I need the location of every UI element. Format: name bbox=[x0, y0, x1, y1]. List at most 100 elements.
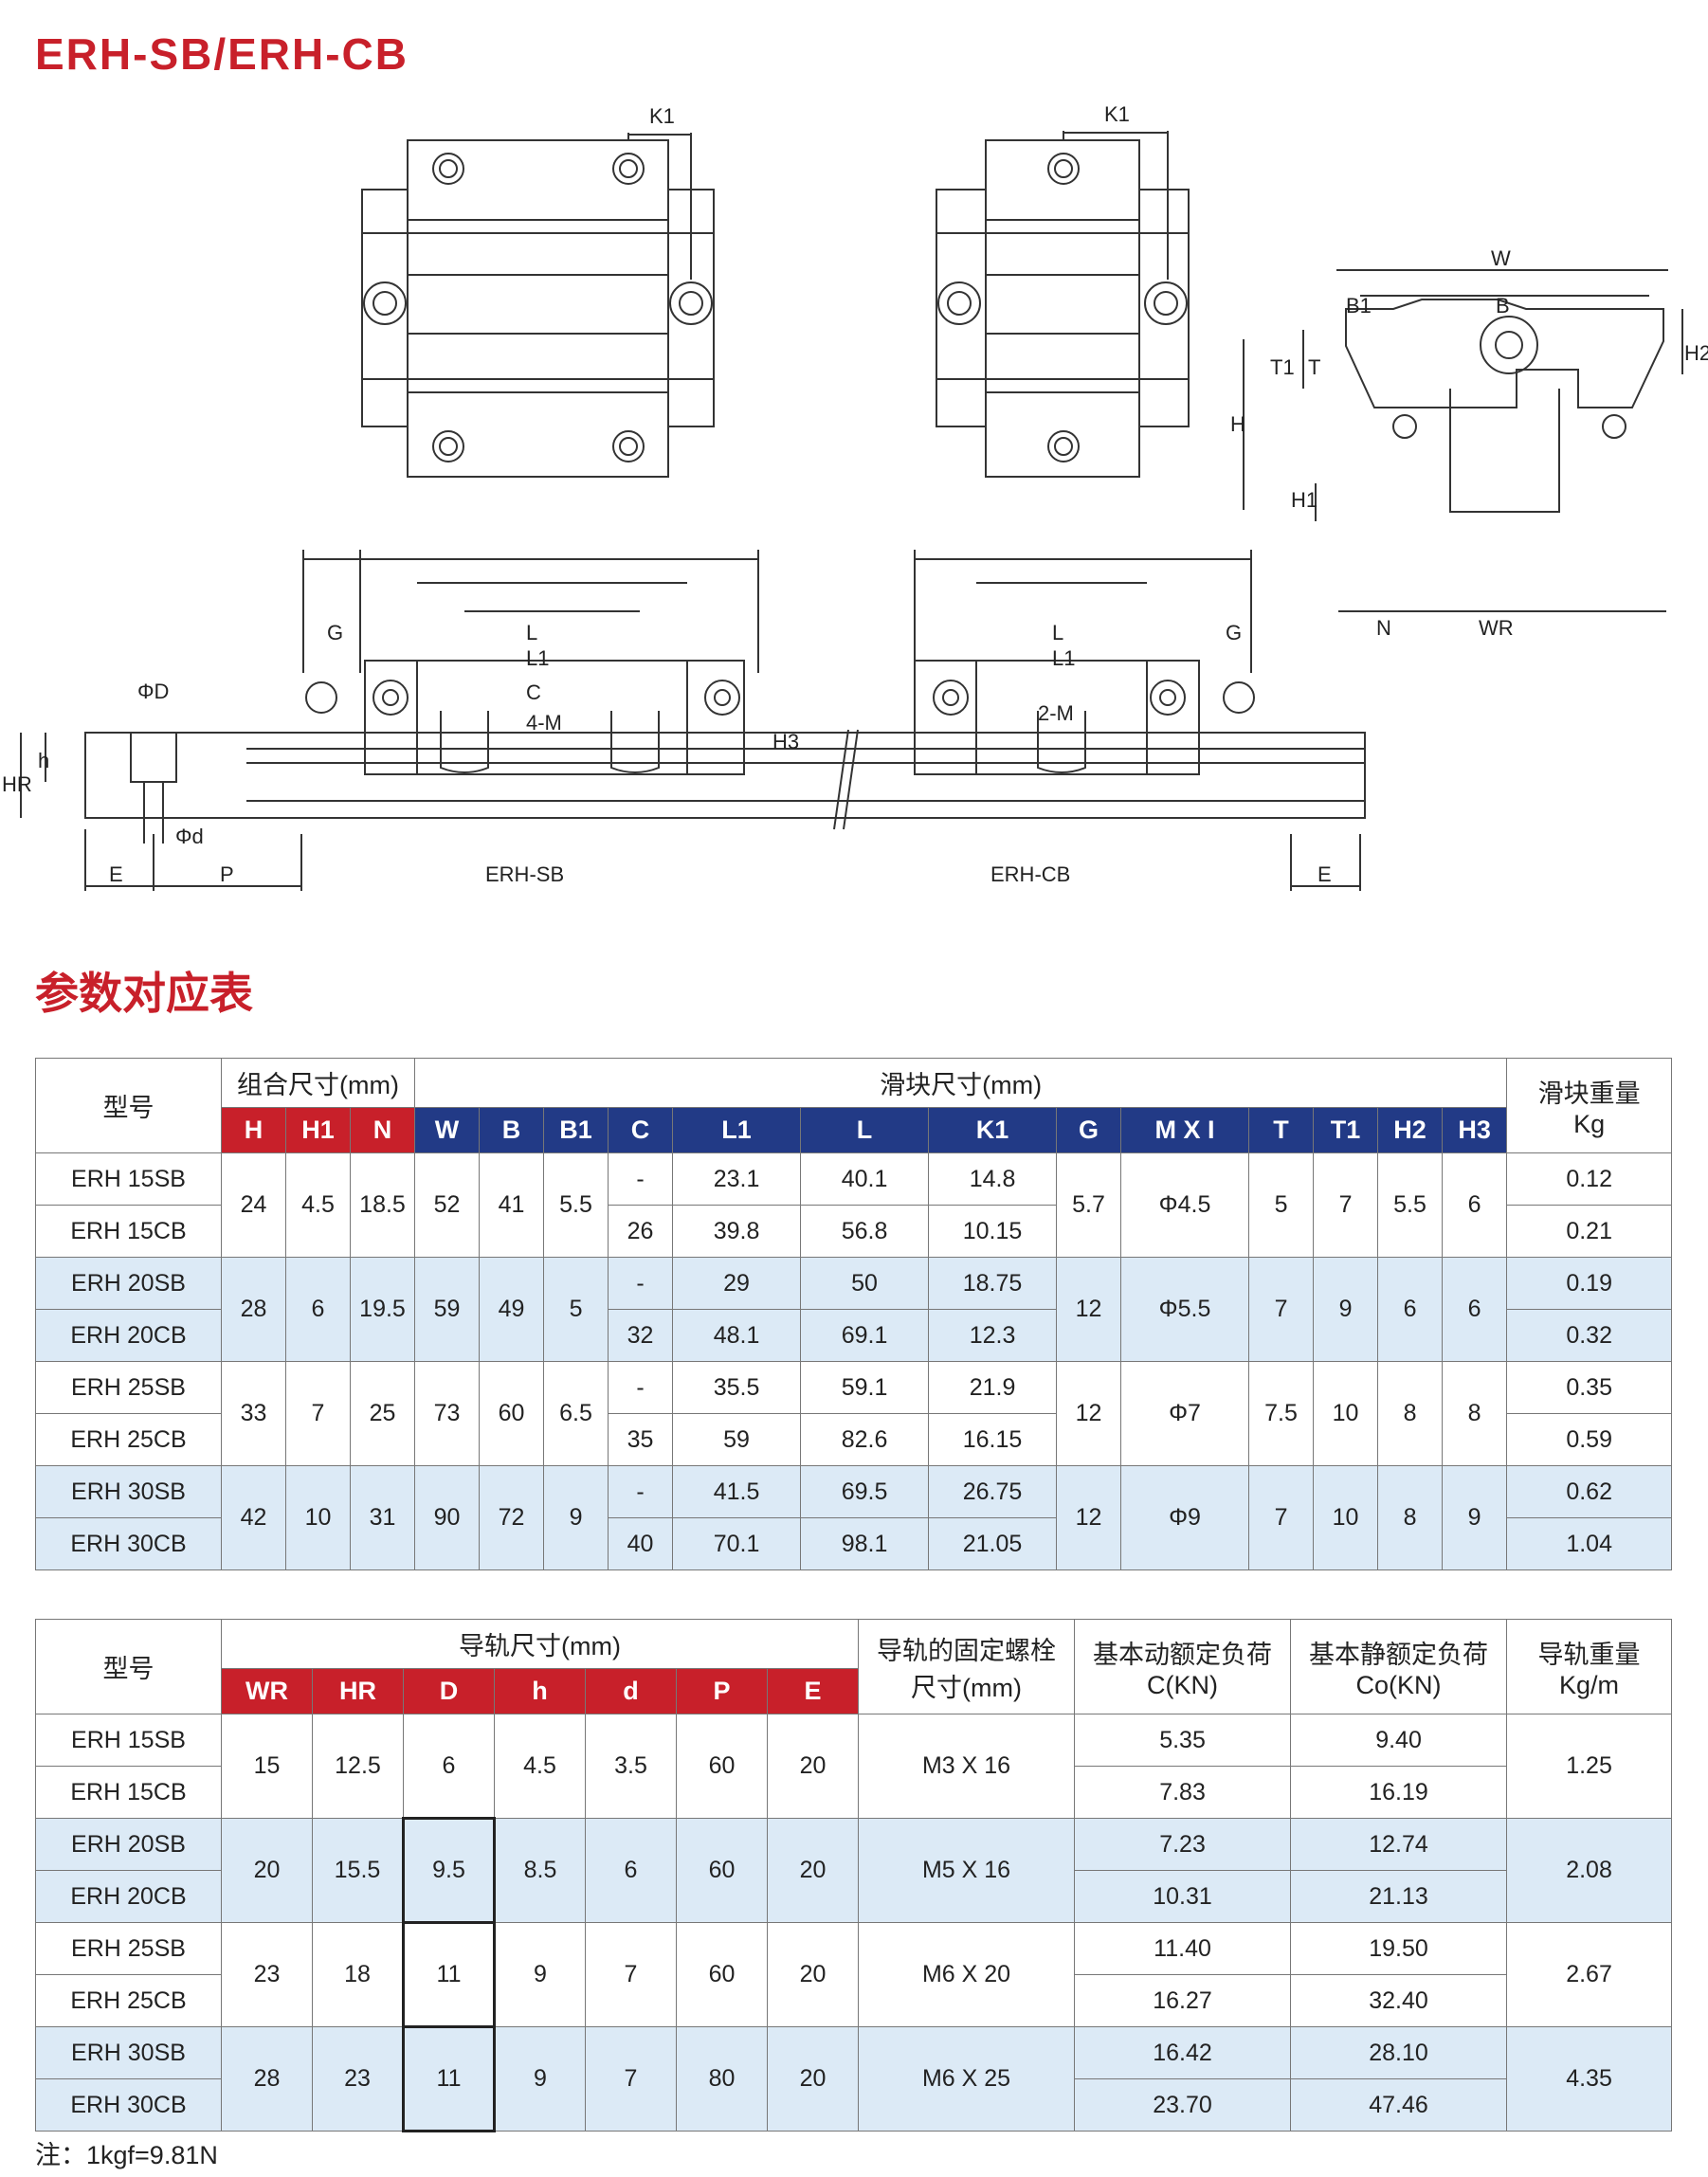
label-g-cb: G bbox=[1226, 621, 1242, 644]
t1-cell: 7 bbox=[1313, 1152, 1379, 1258]
t2-stat-cell: 47.46 bbox=[1290, 2078, 1508, 2132]
t1-combo-header: 组合尺寸(mm) bbox=[220, 1058, 416, 1108]
t1-cell: 8 bbox=[1442, 1361, 1508, 1466]
t2-weight-header: 导轨重量 Kg/m bbox=[1506, 1619, 1673, 1714]
label-p: P bbox=[220, 862, 234, 886]
label-b: B bbox=[1496, 294, 1510, 317]
t1-cell: 82.6 bbox=[800, 1413, 930, 1466]
t1-cell: 52 bbox=[414, 1152, 481, 1258]
t2-cell: 20 bbox=[766, 2026, 860, 2132]
t2-cell: M6 X 25 bbox=[858, 2026, 1076, 2132]
t1-col-header: W bbox=[414, 1107, 481, 1153]
t1-cell: 5 bbox=[543, 1257, 609, 1362]
technical-drawing: K1 K1 W B1 B H H2 T1 T H1 N WR G L L1 C … bbox=[2, 102, 1708, 891]
t1-cell: 10 bbox=[1313, 1465, 1379, 1570]
t1-cell: 41.5 bbox=[672, 1465, 802, 1518]
t1-cell: 73 bbox=[414, 1361, 481, 1466]
t2-dyn-cell: 10.31 bbox=[1074, 1870, 1292, 1923]
label-t1: T1 bbox=[1270, 355, 1295, 379]
t1-cell: 29 bbox=[672, 1257, 802, 1310]
t1-cell: 28 bbox=[221, 1257, 286, 1362]
t2-cell: 7 bbox=[585, 2026, 677, 2132]
t2-cell: 3.5 bbox=[585, 1714, 677, 1819]
model-cell: ERH 15CB bbox=[35, 1766, 222, 1819]
t1-cell: 5 bbox=[1248, 1152, 1315, 1258]
t1-cell: - bbox=[608, 1361, 674, 1414]
t1-cell: 35 bbox=[608, 1413, 674, 1466]
t1-cell: 8 bbox=[1377, 1361, 1444, 1466]
t2-cell: 23 bbox=[221, 1922, 313, 2027]
t2-cell: 18 bbox=[312, 1922, 404, 2027]
label-g-sb: G bbox=[327, 621, 343, 644]
label-phi-d-lower: Φd bbox=[175, 825, 204, 848]
t1-cell: 35.5 bbox=[672, 1361, 802, 1414]
label-h3: H3 bbox=[772, 730, 799, 753]
model-cell: ERH 30CB bbox=[35, 1517, 222, 1570]
t1-cell: 7 bbox=[1248, 1465, 1315, 1570]
t2-col-header: HR bbox=[312, 1668, 404, 1714]
t2-cell: 20 bbox=[221, 1818, 313, 1923]
label-hr: HR bbox=[2, 772, 32, 796]
t1-weight-header: 滑块重量 Kg bbox=[1506, 1058, 1673, 1153]
label-t: T bbox=[1308, 355, 1320, 379]
t1-cell: 98.1 bbox=[800, 1517, 930, 1570]
t1-cell: 60 bbox=[479, 1361, 545, 1466]
label-h1: H1 bbox=[1291, 488, 1317, 512]
model-cell: ERH 15CB bbox=[35, 1205, 222, 1258]
cb-top-view bbox=[936, 131, 1190, 478]
t1-col-header: H1 bbox=[285, 1107, 351, 1153]
t1-weight-cell: 0.12 bbox=[1506, 1152, 1673, 1206]
label-h2: H2 bbox=[1684, 341, 1708, 365]
t1-cell: 9 bbox=[1313, 1257, 1379, 1362]
t1-cell: 32 bbox=[608, 1309, 674, 1362]
t2-col-header: D bbox=[403, 1668, 495, 1714]
t2-cell: 6 bbox=[403, 1714, 495, 1819]
t2-stat-cell: 19.50 bbox=[1290, 1922, 1508, 1975]
t2-stat-header: 基本静额定负荷 Co(KN) bbox=[1290, 1619, 1508, 1714]
label-h-small: h bbox=[38, 749, 49, 772]
t2-cell: 9 bbox=[494, 2026, 586, 2132]
label-c: C bbox=[526, 680, 541, 704]
t2-col-header: P bbox=[676, 1668, 768, 1714]
t1-weight-cell: 0.32 bbox=[1506, 1309, 1673, 1362]
t2-dyn-cell: 7.83 bbox=[1074, 1766, 1292, 1819]
t1-cell: 69.1 bbox=[800, 1309, 930, 1362]
model-cell: ERH 20SB bbox=[35, 1257, 222, 1310]
t1-cell: 40 bbox=[608, 1517, 674, 1570]
t1-cell: 10 bbox=[1313, 1361, 1379, 1466]
t1-cell: 50 bbox=[800, 1257, 930, 1310]
label-phi-d-upper: ΦD bbox=[137, 680, 169, 703]
t1-col-header: N bbox=[349, 1107, 416, 1153]
t1-cell: 6 bbox=[285, 1257, 351, 1362]
t1-cell: 39.8 bbox=[672, 1205, 802, 1258]
t1-cell: 12 bbox=[1056, 1257, 1122, 1362]
t1-cell: 49 bbox=[479, 1257, 545, 1362]
label-erh-cb: ERH-CB bbox=[990, 862, 1070, 886]
t2-stat-cell: 32.40 bbox=[1290, 1974, 1508, 2027]
t1-col-header: L1 bbox=[672, 1107, 802, 1153]
t1-col-header: B1 bbox=[543, 1107, 609, 1153]
t1-cell: 12 bbox=[1056, 1465, 1122, 1570]
model-cell: ERH 15SB bbox=[35, 1714, 222, 1767]
page-title: ERH-SB/ERH-CB bbox=[35, 29, 409, 79]
model-cell: ERH 30SB bbox=[35, 2026, 222, 2079]
t1-col-header: H2 bbox=[1377, 1107, 1444, 1153]
t2-cell: 60 bbox=[676, 1714, 768, 1819]
t1-cell: 16.15 bbox=[928, 1413, 1058, 1466]
model-cell: ERH 20SB bbox=[35, 1818, 222, 1871]
t1-cell: 33 bbox=[221, 1361, 286, 1466]
t2-cell: 7 bbox=[585, 1922, 677, 2027]
t1-cell: Φ5.5 bbox=[1120, 1257, 1250, 1362]
t1-cell: - bbox=[608, 1465, 674, 1518]
t1-col-header: B bbox=[479, 1107, 545, 1153]
t1-col-header: L bbox=[800, 1107, 930, 1153]
label-2m: 2-M bbox=[1038, 701, 1074, 725]
t1-block-header: 滑块尺寸(mm) bbox=[414, 1058, 1508, 1108]
